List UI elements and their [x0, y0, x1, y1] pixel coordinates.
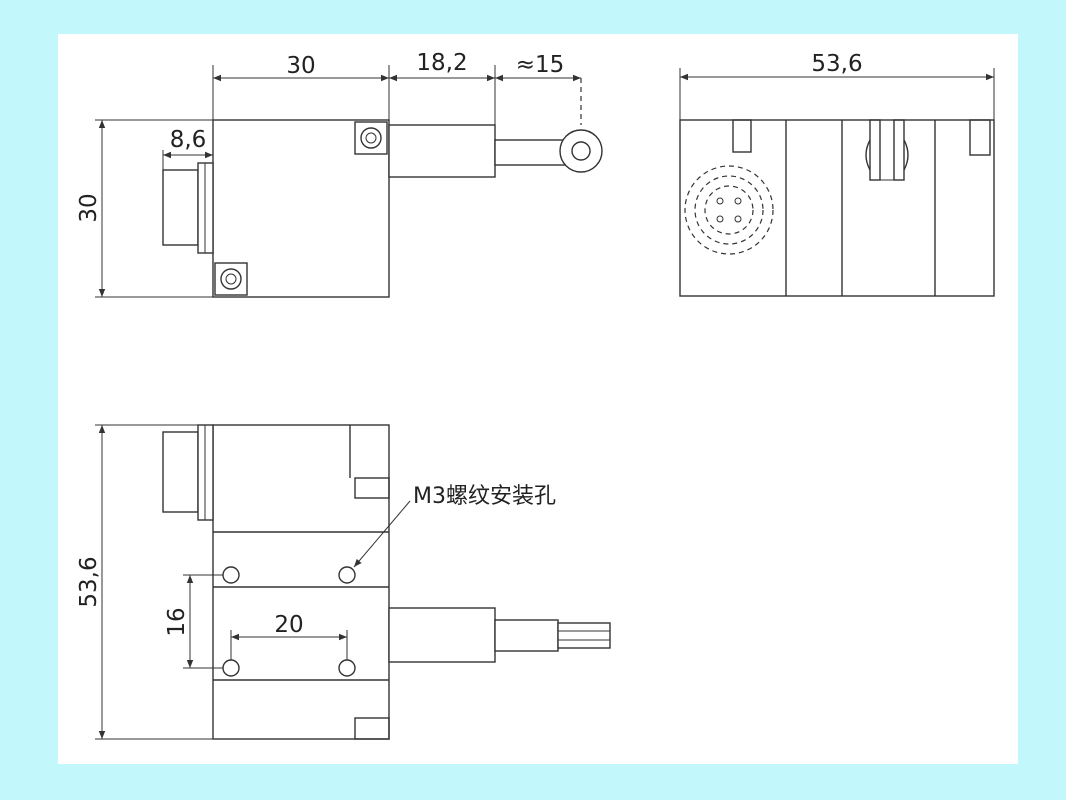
top-view: M3螺纹安装孔 53,6 16 20	[76, 424, 611, 740]
top-view-body	[212, 424, 390, 740]
top-view-sleeve	[388, 607, 496, 663]
side-view-clamp	[865, 119, 909, 181]
mounting-hole-note: M3螺纹安装孔	[413, 484, 556, 509]
front-view-connector-plug	[162, 169, 199, 246]
side-view: 53,6	[679, 51, 995, 297]
dim-sleeve-width: 18,2	[416, 50, 467, 76]
dim-top-view-height: 53,6	[76, 556, 102, 607]
top-view-connector-plug	[162, 431, 199, 513]
front-view-screw-bottom	[214, 262, 248, 296]
top-view-rod	[494, 619, 559, 652]
dim-body-width: 30	[286, 53, 315, 79]
dim-connector-depth: 8,6	[170, 127, 207, 153]
front-view: 30 18,2 ≈15 8,6 30	[76, 50, 603, 298]
dim-front-height: 30	[76, 193, 102, 222]
dim-hole-spacing-vertical: 16	[164, 607, 190, 636]
dim-side-width: 53,6	[811, 51, 862, 77]
front-view-body	[212, 119, 390, 298]
front-view-eyelet	[559, 129, 603, 173]
dim-rod-length: ≈15	[516, 52, 565, 78]
front-view-sleeve	[388, 124, 496, 178]
dim-hole-spacing-horizontal: 20	[274, 612, 303, 638]
front-view-screw-top	[354, 121, 388, 155]
side-view-body	[679, 119, 995, 297]
side-view-connector-face	[684, 165, 774, 255]
mounting-hole	[338, 566, 356, 584]
front-view-rod	[494, 139, 566, 166]
top-view-eyelet-tab	[557, 622, 611, 649]
